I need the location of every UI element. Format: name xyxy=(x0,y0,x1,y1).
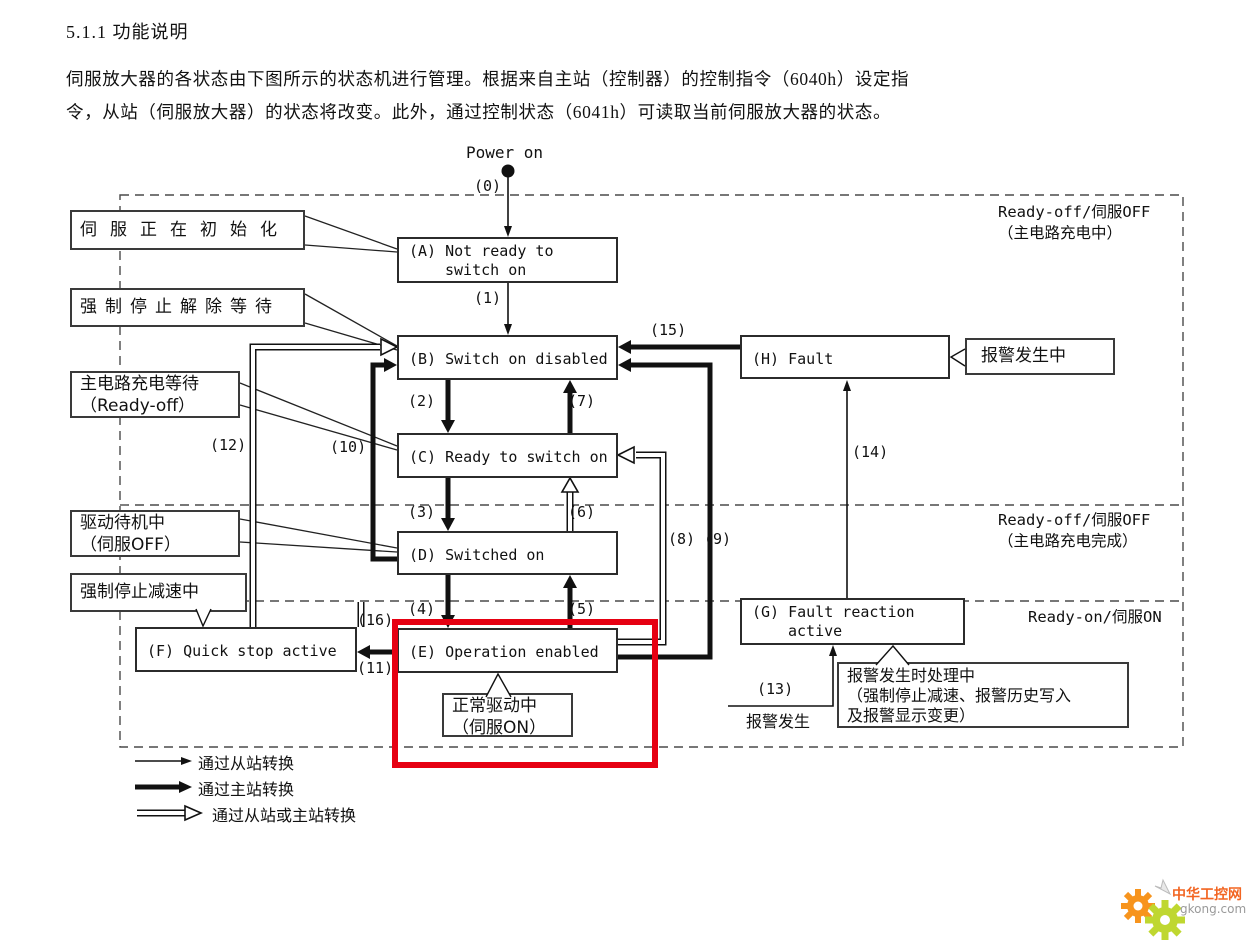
body-text-line1: 伺服放大器的各状态由下图所示的状态机进行管理。根据来自主站（控制器）的控制指令（… xyxy=(66,69,910,89)
legend-slave-label: 通过从站转换 xyxy=(198,754,295,773)
callout-text: 伺服正在初始化 xyxy=(80,220,290,240)
callout-servo-initializing: 伺服正在初始化 xyxy=(70,210,305,250)
callout-text: （伺服ON） xyxy=(452,718,547,738)
gear-green-icon xyxy=(1145,900,1185,940)
state-a-label: (A) Not ready to xyxy=(409,242,554,260)
callout-text: 正常驱动中 xyxy=(452,696,537,716)
state-box-h: (H) Fault xyxy=(740,335,950,379)
body-text-line2: 令，从站（伺服放大器）的状态将改变。此外，通过控制状态（6041h）可读取当前伺… xyxy=(66,102,892,122)
legend-master-label: 通过主站转换 xyxy=(198,780,295,799)
state-box-f: (F) Quick stop active xyxy=(135,627,357,672)
state-box-g: (G) Fault reaction active xyxy=(740,598,965,645)
thick-arrows xyxy=(135,340,740,793)
thin-arrows xyxy=(135,177,851,765)
transition-label-8: (8) xyxy=(668,530,696,548)
state-box-c: (C) Ready to switch on xyxy=(397,433,618,478)
state-e-label: (E) Operation enabled xyxy=(409,643,599,661)
power-on-dot xyxy=(501,164,515,178)
state-f-label: (F) Quick stop active xyxy=(147,642,337,660)
callout-estop-decelerating: 强制停止减速中 xyxy=(70,573,247,612)
region-label-ready-on: Ready-on/伺服ON xyxy=(1028,607,1162,628)
gear-orange-icon xyxy=(1121,889,1155,923)
page-title: 5.1.1 功能说明 xyxy=(66,22,189,42)
transition-label-15: (15) xyxy=(650,321,687,339)
gear-icons xyxy=(1121,878,1185,940)
transition-label-7: (7) xyxy=(568,392,596,410)
callout-text: 强制停止解除等待 xyxy=(80,297,280,317)
transition-label-16: (16) xyxy=(357,611,394,629)
transition-label-6: (6) xyxy=(568,503,596,521)
state-box-b: (B) Switch on disabled xyxy=(397,335,618,380)
callout-text: （伺服OFF） xyxy=(80,535,181,555)
transition-label-4: (4) xyxy=(408,600,436,618)
state-g-label2: active xyxy=(788,622,843,640)
region-text: Ready-off/伺服OFF xyxy=(998,511,1151,529)
callout-text: 及报警显示变更） xyxy=(847,706,976,725)
transition-label-3: (3) xyxy=(408,503,436,521)
state-h-label: (H) Fault xyxy=(752,350,834,368)
state-box-a: (A) Not ready to switch on xyxy=(397,237,618,283)
callout-alarm-occurring: 报警发生中 xyxy=(965,338,1115,375)
red-highlight-box xyxy=(392,619,658,768)
transition-label-0: (0) xyxy=(474,177,502,195)
transition-label-13: (13) xyxy=(757,680,794,698)
watermark-logo[interactable]: 中华工控网 gkong.com xyxy=(1108,872,1257,942)
cursor-icon xyxy=(1154,878,1172,896)
power-on-label: Power on xyxy=(466,143,544,162)
transition-label-5: (5) xyxy=(568,600,596,618)
region-text: Ready-off/伺服OFF xyxy=(998,203,1151,221)
transition-label-14: (14) xyxy=(852,443,889,461)
region-text: （主电路充电中） xyxy=(998,224,1123,242)
legend-slave-or-master-label: 通过从站或主站转换 xyxy=(212,806,357,825)
region-dashed-borders xyxy=(119,194,1184,748)
callout-drive-standby: 驱动待机中 （伺服OFF） xyxy=(70,510,240,557)
state-g-label: (G) Fault reaction xyxy=(752,603,915,621)
transition-label-2: (2) xyxy=(408,392,436,410)
region-text: Ready-on/伺服ON xyxy=(1028,608,1162,626)
callout-text: 报警发生时处理中 xyxy=(847,666,976,685)
callout-estop-release-wait: 强制停止解除等待 xyxy=(70,288,305,327)
state-b-label: (B) Switch on disabled xyxy=(409,350,608,368)
alarm-occurred-label: 报警发生 xyxy=(746,712,811,731)
callout-main-charge-wait: 主电路充电等待 （Ready-off） xyxy=(70,371,240,418)
transition-label-9: (9) xyxy=(704,530,732,548)
transition-label-1: (1) xyxy=(474,289,502,307)
callout-text: 主电路充电等待 xyxy=(80,374,199,394)
transition-label-12: (12) xyxy=(210,436,247,454)
site-url: gkong.com xyxy=(1180,902,1247,916)
callout-text: （Ready-off） xyxy=(80,396,196,416)
state-box-e: (E) Operation enabled xyxy=(397,628,618,673)
state-c-label: (C) Ready to switch on xyxy=(409,448,608,466)
site-name: 中华工控网 xyxy=(1172,887,1242,903)
callout-text: 驱动待机中 xyxy=(80,513,165,533)
state-d-label: (D) Switched on xyxy=(409,546,545,564)
callout-text: 报警发生中 xyxy=(981,346,1066,366)
region-text: （主电路充电完成） xyxy=(998,532,1138,550)
callout-alarm-processing: 报警发生时处理中 （强制停止减速、报警历史写入 及报警显示变更） xyxy=(837,662,1129,728)
transition-label-10: (10) xyxy=(330,438,367,456)
hollow-arrows xyxy=(137,337,667,822)
region-label-charging: Ready-off/伺服OFF （主电路充电中） xyxy=(998,202,1150,244)
state-box-d: (D) Switched on xyxy=(397,531,618,575)
transition-label-11: (11) xyxy=(357,659,394,677)
region-label-charge-complete: Ready-off/伺服OFF （主电路充电完成） xyxy=(998,510,1150,552)
callout-text: （强制停止减速、报警历史写入 xyxy=(847,686,1072,705)
state-a-label2: switch on xyxy=(445,261,527,279)
callout-text: 强制停止减速中 xyxy=(80,582,199,602)
